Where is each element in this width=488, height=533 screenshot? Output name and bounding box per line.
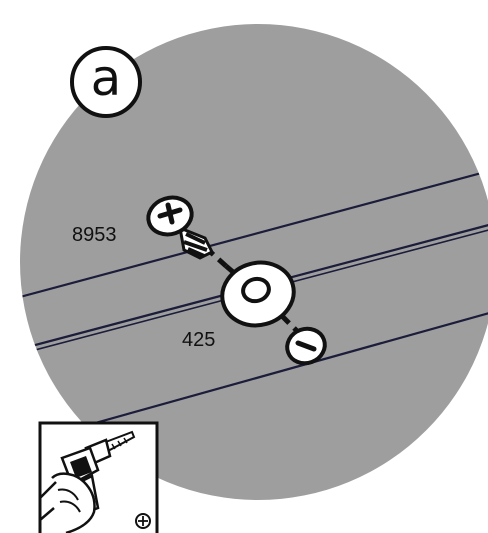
phillips-bit-icon: [135, 513, 151, 529]
part-label-screw: 8953: [72, 224, 117, 246]
phillips-screw-icon: [146, 195, 215, 260]
tool-inset: [38, 421, 159, 533]
part-label-washer: 425: [182, 329, 216, 351]
panel-edge-top: [20, 166, 488, 299]
step-badge: [70, 46, 142, 118]
washer-icon: [220, 260, 296, 328]
cam-nut-icon: [285, 326, 327, 366]
power-drill-icon: [39, 430, 136, 533]
step-letter: a: [90, 49, 122, 107]
